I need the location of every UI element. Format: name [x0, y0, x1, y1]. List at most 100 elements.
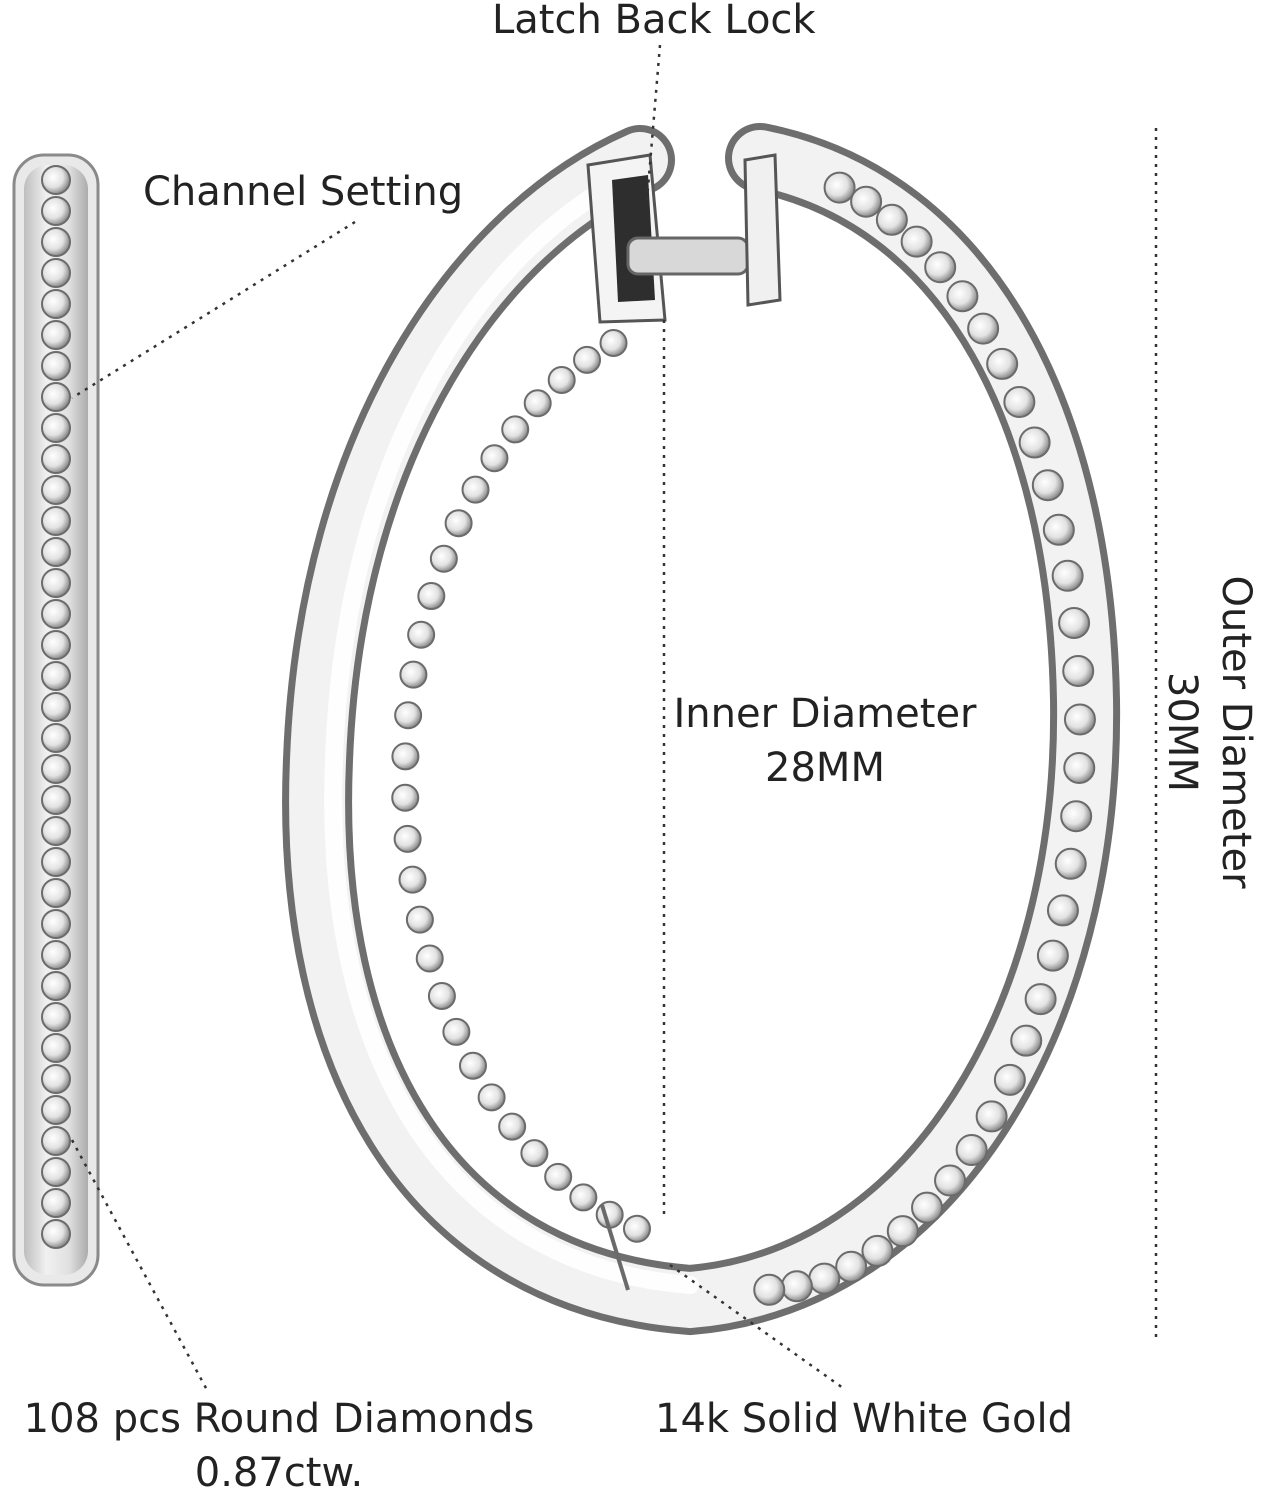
diamond-stone	[41, 1188, 71, 1218]
diamond-stone	[41, 568, 71, 598]
diamond-stone	[41, 940, 71, 970]
diamond-stone	[391, 742, 420, 771]
diamond-stone	[399, 660, 428, 689]
channel-setting-label: Channel Setting	[143, 169, 464, 215]
diamond-stone	[393, 824, 422, 853]
diamond-stone	[934, 1164, 967, 1197]
diamond-stone	[391, 783, 420, 812]
inner-stone-row	[391, 329, 651, 1243]
diamond-stone	[427, 982, 456, 1011]
diamond-stone	[41, 847, 71, 877]
outer-diameter-title: Outer Diameter	[1213, 575, 1259, 889]
diamond-stone	[41, 351, 71, 381]
outer-diameter-value: 30MM	[1159, 672, 1205, 792]
diamond-stone	[1060, 800, 1093, 833]
diamond-stone	[1042, 513, 1075, 546]
diamond-stone	[41, 1095, 71, 1125]
diamond-stone	[41, 878, 71, 908]
diamond-stone	[975, 1100, 1008, 1133]
diamond-stone	[477, 1083, 506, 1112]
diamond-stone	[808, 1262, 841, 1295]
diamond-stone	[753, 1273, 786, 1306]
diamond-stone	[1063, 751, 1096, 784]
diamond-stone	[41, 1126, 71, 1156]
diamond-stone	[41, 816, 71, 846]
diamond-stone	[1024, 983, 1057, 1016]
diamonds-label: 108 pcs Round Diamonds 0.87ctw.	[4, 1395, 554, 1497]
diamond-stone	[520, 1139, 549, 1168]
diamond-stone	[967, 312, 1000, 345]
diamond-stone	[41, 165, 71, 195]
diamond-stone	[41, 227, 71, 257]
diamond-stone	[461, 475, 490, 504]
diamond-stone	[1063, 703, 1096, 736]
outer-stone-row	[753, 171, 1096, 1306]
diamond-stone	[398, 865, 427, 894]
diamond-stone	[911, 1191, 944, 1224]
diamond-stone	[41, 1219, 71, 1249]
leader-lines	[70, 44, 1158, 1391]
diamond-stone	[458, 1051, 487, 1080]
diamond-stone	[569, 1183, 598, 1212]
diamond-stone	[780, 1270, 813, 1303]
diamond-stone	[886, 1215, 919, 1248]
diamond-stone	[41, 1064, 71, 1094]
diamond-stone	[1051, 559, 1084, 592]
diamond-stone	[41, 971, 71, 1001]
diamond-stone	[573, 345, 602, 374]
diamond-stone	[41, 692, 71, 722]
diamond-stone	[41, 1002, 71, 1032]
diamond-stone	[622, 1214, 651, 1243]
diamond-stone	[823, 171, 856, 204]
diamonds-count: 108 pcs Round Diamonds	[23, 1396, 535, 1442]
diamond-stone	[986, 347, 1019, 380]
diamond-stone	[442, 1017, 471, 1046]
diamond-stone	[544, 1162, 573, 1191]
diamond-stone	[835, 1250, 868, 1283]
diamond-stone	[41, 1157, 71, 1187]
diamond-stone	[900, 225, 933, 258]
hoop-side-view	[12, 153, 100, 1287]
diamond-stone	[41, 506, 71, 536]
diamond-stone	[41, 289, 71, 319]
diamonds-carat: 0.87ctw.	[194, 1450, 364, 1496]
diamond-stone	[955, 1134, 988, 1167]
diamond-stone	[41, 785, 71, 815]
diamond-stone	[993, 1063, 1026, 1096]
diamond-stone	[1058, 606, 1091, 639]
diamond-stone	[850, 185, 883, 218]
diamond-stone	[1036, 939, 1069, 972]
diamond-stone	[41, 444, 71, 474]
leader-channel	[71, 220, 356, 400]
diamond-stone	[1046, 894, 1079, 927]
diamond-stone	[41, 475, 71, 505]
diamond-stone	[415, 944, 444, 973]
inner-diameter-title: Inner Diameter	[673, 691, 977, 737]
diamond-stone	[41, 723, 71, 753]
outer-diameter-label: Outer Diameter 30MM	[1159, 567, 1259, 897]
diamond-stone	[41, 661, 71, 691]
diamond-stone	[599, 329, 628, 358]
diamond-stone	[405, 905, 434, 934]
diamond-stone	[501, 415, 530, 444]
diamond-stone	[924, 251, 957, 284]
diamond-stone	[41, 1033, 71, 1063]
inner-diameter-value: 28MM	[765, 745, 885, 791]
diamond-stone	[407, 620, 436, 649]
diamond-stone	[1031, 469, 1064, 502]
diamond-stone	[429, 544, 458, 573]
diamond-stone	[41, 382, 71, 412]
latch-hinge-icon	[586, 153, 782, 324]
hoop-front-view	[282, 123, 1121, 1336]
diamond-stone	[1018, 426, 1051, 459]
diamond-stone	[394, 701, 423, 730]
latch-back-lock-label: Latch Back Lock	[492, 0, 816, 43]
diamond-stone	[444, 509, 473, 538]
diamond-stone	[523, 389, 552, 418]
diamond-stone	[41, 320, 71, 350]
side-stone-row	[41, 165, 71, 1249]
diamond-stone	[1062, 654, 1095, 687]
diamond-stone	[41, 258, 71, 288]
